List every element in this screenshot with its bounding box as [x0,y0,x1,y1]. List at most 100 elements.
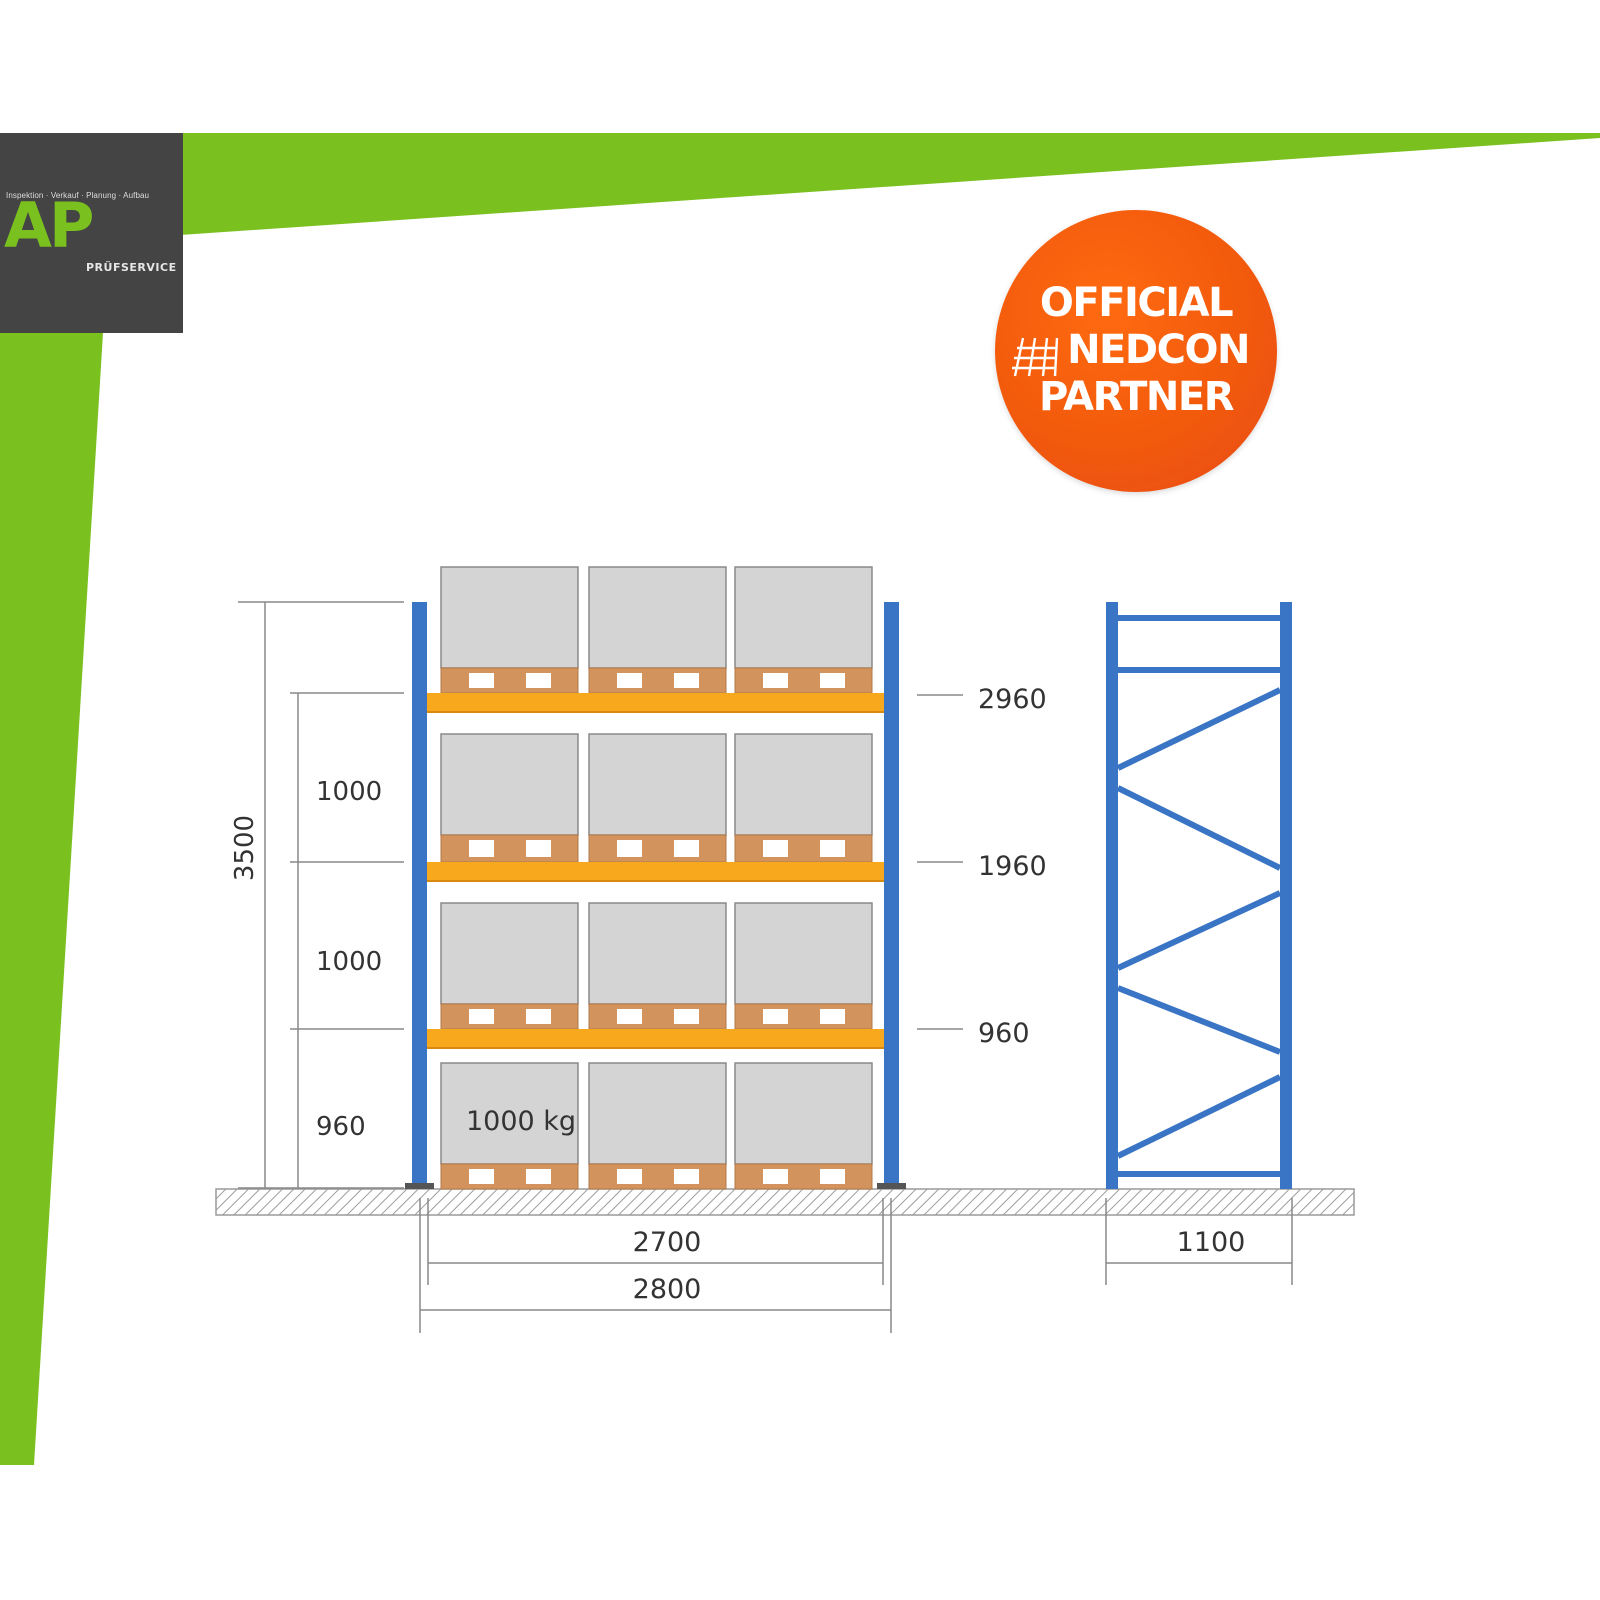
beam [424,1029,886,1049]
pallet-load [440,1062,579,1190]
pallet-gap [526,1169,551,1184]
stock-box [588,733,727,836]
stock-box [440,566,579,669]
badge-line-nedcon: NEDCON [1067,327,1250,373]
inner-width-label: 2700 [633,1227,702,1258]
beam-edge [424,1047,886,1049]
logo-letters: AP [4,189,94,262]
beam-edge [424,711,886,713]
pallet-gap [617,1009,642,1024]
spacing-label-top: 1000 [316,777,382,807]
stock-box [734,566,873,669]
beam-height-label-top: 2960 [978,684,1047,715]
frame-bracing [1116,615,1282,1177]
frame-depth-label: 1100 [1177,1227,1246,1258]
pallet-gap [617,1169,642,1184]
spacing-label-middle: 1000 [316,947,382,977]
pallet-gap [763,673,788,688]
left-dimension-lines [238,601,404,1189]
pallet-load [440,566,579,694]
pallet [440,834,579,863]
total-height-label: 3500 [230,815,260,881]
pallet-gap [617,840,642,857]
pallet [588,1163,727,1190]
beams [424,693,886,1049]
stock-box [440,902,579,1005]
upright-right [884,602,899,1189]
stock-box [588,902,727,1005]
logo-subtitle: PRÜFSERVICE [86,261,177,274]
pallet-gap [526,840,551,857]
beam [424,862,886,882]
pallet-load [440,902,579,1030]
pallet [734,1003,873,1030]
pallet-gap [763,1009,788,1024]
stock-box [588,566,727,669]
pallet-gap [617,673,642,688]
bottom-dimension-lines [419,1198,1293,1333]
nedcon-partner-badge: OFFICIAL NEDCON PARTNER [995,210,1277,492]
pallet-gap [526,1009,551,1024]
stock-box [440,1062,579,1165]
pallet-gap [674,1009,699,1024]
pallet-gap [674,1169,699,1184]
pallet-load [734,733,873,863]
badge-line-partner: PARTNER [1039,374,1235,420]
pallet-load [588,902,727,1030]
pallet-gap [820,1009,845,1024]
pallet-gap [763,840,788,857]
pallet-gap [469,1169,494,1184]
footplate-right [877,1183,906,1189]
pallet [588,1003,727,1030]
pallet [734,834,873,863]
pallet-gap [763,1169,788,1184]
pallet [440,1163,579,1190]
spacing-label-bottom: 960 [316,1112,366,1142]
rack-grid-icon [1012,337,1059,377]
pallet-gap [469,673,494,688]
pallet [440,667,579,694]
stock-layer [440,566,873,1190]
stock-box [440,733,579,836]
frame-upright-right [1280,602,1292,1189]
pallet-load [440,733,579,863]
pallet-load [588,733,727,863]
stock-box [734,1062,873,1165]
pallet-gap [674,673,699,688]
pallet-gap [469,840,494,857]
pallet-load [588,566,727,694]
green-left-band [0,333,103,1465]
frame-upright-left [1106,602,1118,1189]
beam [424,693,886,713]
ap-logo: Inspektion · Verkauf · Planung · Aufbau … [0,133,183,333]
logo-tagline: Inspektion · Verkauf · Planung · Aufbau [6,191,150,200]
outer-width-label: 2800 [633,1274,702,1305]
pallet-load [734,902,873,1030]
load-label: 1000 kg [466,1106,576,1137]
pallet [588,667,727,694]
pallet-gap [820,673,845,688]
pallet [588,834,727,863]
stock-box [734,902,873,1005]
pallet-gap [820,840,845,857]
pallet-load [734,1062,873,1190]
green-top-band [180,133,1600,235]
beam-height-label-middle: 1960 [978,851,1047,882]
pallet [440,1003,579,1030]
beam-edge [424,880,886,882]
beam-height-label-bottom: 960 [978,1018,1030,1049]
badge-line-official: OFFICIAL [1039,280,1234,326]
stock-box [734,733,873,836]
pallet [734,1163,873,1190]
pallet-gap [526,673,551,688]
stock-box [588,1062,727,1165]
upright-left [412,602,427,1189]
pallet-gap [820,1169,845,1184]
floor [215,1188,1355,1216]
side-frame [1106,602,1292,1189]
footplate-left [405,1183,434,1189]
beam-leaders [917,694,963,1030]
pallet-gap [674,840,699,857]
pallet [734,667,873,694]
